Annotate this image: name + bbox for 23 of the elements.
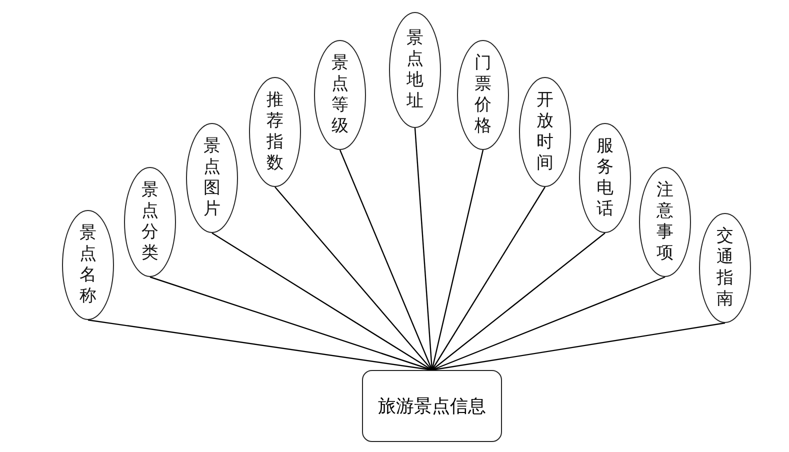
entity-box: 旅游景点信息 bbox=[362, 370, 502, 442]
attribute-ellipse: 注意事项 bbox=[639, 167, 691, 277]
connector-line bbox=[432, 232, 606, 370]
attribute-ellipse: 门票价格 bbox=[457, 40, 509, 150]
connector-line bbox=[414, 128, 433, 370]
connector-line bbox=[88, 319, 432, 371]
attribute-ellipse: 交通指南 bbox=[699, 213, 751, 323]
attribute-ellipse: 景点等级 bbox=[314, 40, 366, 150]
connector-line bbox=[212, 232, 432, 370]
attribute-ellipse: 推荐指数 bbox=[249, 77, 301, 187]
attribute-ellipse: 景点地址 bbox=[389, 12, 441, 128]
connector-line bbox=[431, 186, 546, 370]
attribute-ellipse: 开放时间 bbox=[519, 77, 571, 187]
connector-line bbox=[274, 186, 432, 370]
connector-line bbox=[150, 276, 432, 371]
attribute-ellipse: 景点分类 bbox=[124, 167, 176, 277]
connector-line bbox=[431, 150, 484, 370]
attribute-ellipse: 景点图片 bbox=[186, 123, 238, 233]
connector-line bbox=[432, 276, 666, 371]
attribute-ellipse: 服务电话 bbox=[579, 123, 631, 233]
attribute-ellipse: 景点名称 bbox=[62, 210, 114, 320]
connector-line bbox=[432, 322, 726, 371]
connector-line bbox=[339, 150, 433, 370]
